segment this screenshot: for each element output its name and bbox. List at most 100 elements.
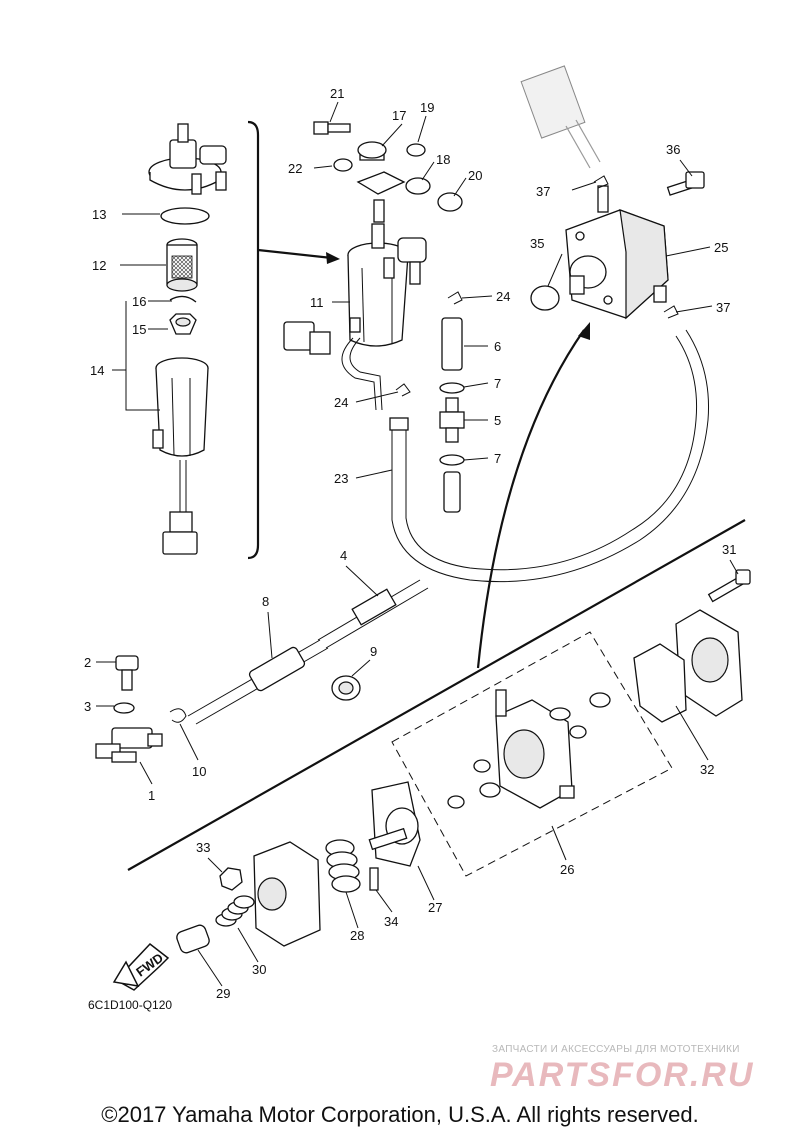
callout-32: 32 (700, 762, 714, 777)
hose-8 (187, 639, 329, 725)
callout-36: 36 (666, 142, 680, 157)
callout-13: 13 (92, 207, 106, 222)
bolt-2 (115, 655, 139, 691)
fitting-1 (95, 727, 163, 763)
hose-23-inner (405, 335, 698, 571)
hose-23 (391, 329, 709, 583)
pump-body (473, 689, 575, 809)
watermark-tagline: ЗАПЧАСТИ И АКСЕССУАРЫ ДЛЯ МОТОТЕХНИКИ (492, 1044, 740, 1055)
filter-element-12 (166, 238, 198, 292)
o-ring-35 (530, 285, 560, 311)
callout-17: 17 (392, 108, 406, 123)
watermark-logo: PARTSFOR.RU (490, 1056, 755, 1094)
section-divider (127, 519, 746, 871)
callout-31: 31 (722, 542, 736, 557)
bolt-36 (666, 171, 705, 196)
bracket-17-group (313, 121, 463, 223)
washer-3 (113, 702, 135, 714)
callout-16: 16 (132, 294, 146, 309)
arrow-to-pump-head (578, 322, 590, 340)
callout-23: 23 (334, 471, 348, 486)
callout-11: 11 (310, 295, 324, 310)
kit-26-boundary (391, 631, 673, 877)
fwd-arrow-icon: FWD (112, 942, 170, 991)
callout-22: 22 (288, 161, 302, 176)
filter-cap-assembly (148, 123, 227, 195)
clip-37-lower (663, 305, 679, 319)
callout-24a: 24 (496, 289, 510, 304)
nut-15 (169, 313, 197, 335)
clip-24-lower (395, 383, 411, 397)
callout-25: 25 (714, 240, 728, 255)
callout-37a: 37 (536, 184, 550, 199)
hose-6 (441, 317, 463, 371)
bolt-31 (707, 569, 751, 603)
callout-27: 27 (428, 900, 442, 915)
callout-2: 2 (84, 655, 91, 670)
callout-33: 33 (196, 840, 210, 855)
callout-15: 15 (132, 322, 146, 337)
hose-4 (317, 579, 429, 649)
cover-32 (675, 609, 743, 717)
hose-23-top (389, 417, 409, 431)
clamp-7-lower (439, 454, 465, 466)
callout-19: 19 (420, 100, 434, 115)
callout-7b: 7 (494, 451, 501, 466)
callout-24b: 24 (334, 395, 348, 410)
clip-24-upper (447, 291, 463, 305)
small-part-c (589, 692, 611, 708)
callout-4: 4 (340, 548, 347, 563)
joint-5 (439, 397, 465, 443)
clip-10 (169, 708, 187, 723)
nut-33 (219, 867, 243, 891)
callouts: 1 2 3 4 5 6 7 7 8 9 10 11 12 13 14 15 16… (84, 86, 736, 1001)
callout-6: 6 (494, 339, 501, 354)
bracket-arrowhead (326, 252, 340, 264)
diagram-code: 6C1D100-Q120 (88, 998, 173, 1012)
gasket (633, 643, 687, 723)
spring-28 (325, 839, 361, 893)
callout-8: 8 (262, 594, 269, 609)
small-part-e (479, 782, 501, 798)
small-part-a (549, 707, 571, 721)
spring-30 (215, 895, 255, 927)
callout-3: 3 (84, 699, 91, 714)
group-bracket (247, 120, 260, 560)
bracket-arrow-line (257, 248, 333, 260)
callout-37b: 37 (716, 300, 730, 315)
callout-14: 14 (90, 363, 104, 378)
circlip-16 (169, 295, 197, 303)
o-ring-13 (160, 207, 210, 225)
callout-26: 26 (560, 862, 574, 877)
diaphragm-27 (368, 781, 421, 867)
arrow-to-pump (476, 329, 585, 669)
callout-5: 5 (494, 413, 501, 428)
callout-30: 30 (252, 962, 266, 977)
callout-10: 10 (192, 764, 206, 779)
callout-12: 12 (92, 258, 106, 273)
callout-18: 18 (436, 152, 450, 167)
fuel-pump-25 (565, 185, 669, 320)
copyright-notice: ©2017 Yamaha Motor Corporation, U.S.A. A… (101, 1102, 699, 1127)
hose-end (443, 471, 461, 513)
callout-9: 9 (370, 644, 377, 659)
callout-28: 28 (350, 928, 364, 943)
callout-34: 34 (384, 914, 398, 929)
callout-20: 20 (468, 168, 482, 183)
reference-hose-sketch (520, 65, 601, 169)
clip-9 (331, 675, 361, 701)
small-part-d (447, 795, 465, 809)
leader-lines (96, 101, 739, 987)
filter-bowl-14 (152, 357, 209, 555)
callout-35: 35 (530, 236, 544, 251)
small-part-b (569, 725, 587, 739)
callout-29: 29 (216, 986, 230, 1001)
callout-7a: 7 (494, 376, 501, 391)
pin-34 (369, 867, 379, 891)
callout-21: 21 (330, 86, 344, 101)
clip-37-upper (593, 175, 609, 189)
plunger-29 (176, 924, 210, 954)
clamp-7-upper (439, 382, 465, 394)
callout-1: 1 (148, 788, 155, 803)
